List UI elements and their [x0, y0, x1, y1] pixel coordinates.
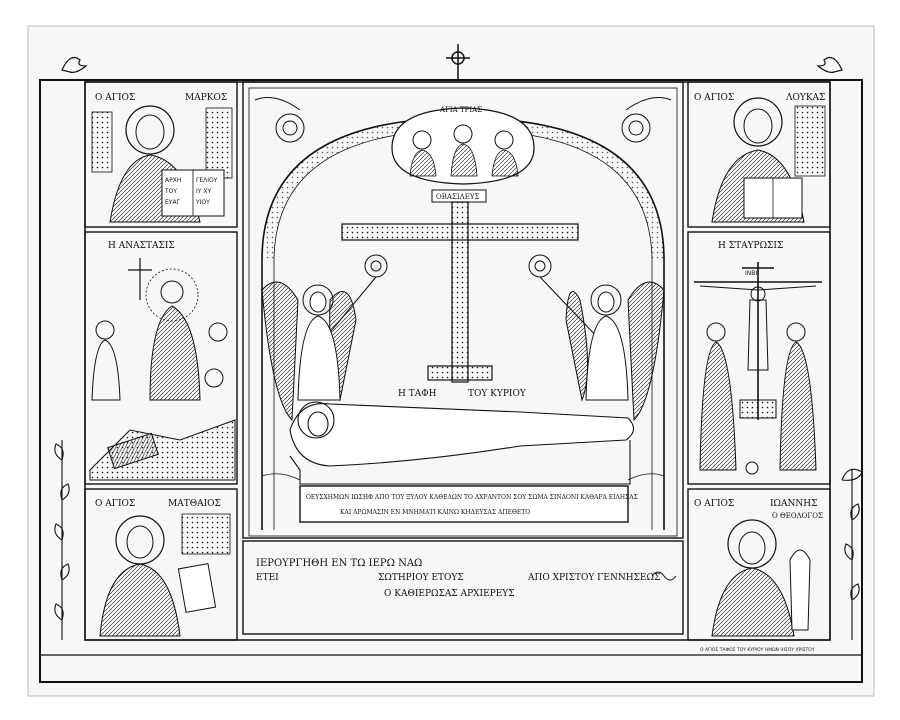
angel-right	[565, 281, 665, 422]
john-label-sub: Ο ΘΕΟΛΟΓΟΣ	[772, 512, 823, 520]
tomb-inscription-line2: ΚΑΙ ΑΡΩΜΑΣΙΝ ΕΝ ΜΝΗΜΑΤΙ ΚΑΙΝΩ ΚΗΔΕΥΣΑΣ Α…	[340, 509, 530, 516]
body-of-christ	[289, 401, 635, 485]
mark-label-right: ΜΑΡΚΟΣ	[185, 93, 227, 103]
dedication-line2-mid: ΣΩΤΗΡΙΟΥ ΕΤΟΥΣ	[378, 573, 464, 583]
dedication-line2-left: ΕΤΕΙ	[256, 573, 279, 583]
corner-bird-left	[61, 57, 88, 73]
panel-anastasis: Η ΑΝΑΣΤΑΣΙΣ	[84, 231, 238, 485]
top-cross-ornament	[446, 44, 470, 80]
footer-credit: Ο ΑΓΙΟΣ ΤΑΦΟΣ ΤΟΥ ΚΥΡΙΟΥ ΗΜΩΝ ΙΗΣΟΥ ΧΡΙΣ…	[700, 647, 815, 653]
dedication-line3: Ο ΚΑΘΙΕΡΩΣΑΣ ΑΡΧΙΕΡΕΥΣ	[384, 589, 515, 599]
svg-text:ΙΥ ΧΥ: ΙΥ ΧΥ	[196, 188, 211, 195]
luke-label-left: Ο ΑΓΙΟΣ	[694, 93, 734, 103]
cross-title: ΟΒΑΣΙΛΕΥΣ	[436, 193, 479, 201]
corner-bird-right	[816, 57, 843, 73]
trinity-label: ΑΓΙΑ ΤΡΙΑΣ	[439, 106, 482, 114]
tomb-inscription-line1: ΟΕΥΣΧΗΜΩΝ ΙΩΣΗΦ ΑΠΟ ΤΟΥ ΞΥΛΟΥ ΚΑΘΕΛΩΝ ΤΟ…	[306, 494, 638, 501]
trinity-medallion: ΑΓΙΑ ΤΡΙΑΣ	[391, 106, 535, 185]
svg-text:ΥΙΟΥ: ΥΙΟΥ	[195, 199, 210, 206]
angel-left	[261, 281, 357, 422]
dedication-line1: ΙΕΡΟΥΡΓΗΘΗ ΕΝ ΤΩ ΙΕΡΩ ΝΑΩ	[256, 558, 422, 569]
cross-right-label: ΤΟΥ ΚΥΡΙΟΥ	[468, 389, 527, 399]
central-cross: ΟΒΑΣΙΛΕΥΣ Η ΤΑΦΗ ΤΟΥ ΚΥΡΙΟΥ	[341, 189, 579, 399]
left-floral-border	[54, 440, 70, 640]
panel-john: Ο ΑΓΙΟΣ ΙΩΑΝΝΗΣ Ο ΘΕΟΛΟΓΟΣ	[687, 488, 831, 641]
matthew-label-left: Ο ΑΓΙΟΣ	[95, 499, 135, 509]
svg-text:ΕΥΑΓ: ΕΥΑΓ	[165, 199, 181, 206]
svg-text:ΑΡΧΗ: ΑΡΧΗ	[165, 177, 181, 184]
tomb-slab: ΟΕΥΣΧΗΜΩΝ ΙΩΣΗΦ ΑΠΟ ΤΟΥ ΞΥΛΟΥ ΚΑΘΕΛΩΝ ΤΟ…	[261, 473, 665, 523]
matthew-label-right: ΜΑΤΘΑΙΟΣ	[168, 499, 221, 509]
luke-label-right: ΛΟΥΚΑΣ	[785, 93, 825, 103]
center-epitaphios: ΑΓΙΑ ΤΡΙΑΣ ΟΒΑΣΙΛΕΥΣ Η ΤΑΦΗ ΤΟΥ ΚΥΡΙΟΥ	[242, 81, 684, 539]
john-label-left: Ο ΑΓΙΟΣ	[694, 499, 734, 509]
dedication-panel: ΙΕΡΟΥΡΓΗΘΗ ΕΝ ΤΩ ΙΕΡΩ ΝΑΩ ΕΤΕΙ ΣΩΤΗΡΙΟΥ …	[242, 540, 684, 635]
panel-matthew: Ο ΑΓΙΟΣ ΜΑΤΘΑΙΟΣ	[84, 488, 238, 641]
svg-text:ΤΟΥ: ΤΟΥ	[164, 188, 177, 195]
anastasis-label: Η ΑΝΑΣΤΑΣΙΣ	[108, 241, 175, 251]
svg-text:ΓΕΛΙΟΥ: ΓΕΛΙΟΥ	[196, 177, 218, 184]
mark-halo	[125, 105, 175, 155]
crucifixion-label: Η ΣΤΑΥΡΩΣΙΣ	[718, 241, 783, 251]
mark-label-left: Ο ΑΓΙΟΣ	[95, 93, 135, 103]
cross-left-label: Η ΤΑΦΗ	[398, 389, 437, 399]
svg-text:ΙΝΒΙ: ΙΝΒΙ	[745, 270, 757, 277]
dedication-line2-right: ΑΠΟ ΧΡΙΣΤΟΥ ΓΕΝΝΗΣΕΩΣ	[527, 573, 660, 583]
right-floral-border	[841, 468, 863, 640]
panel-mark: Ο ΑΓΙΟΣ ΜΑΡΚΟΣ ΑΡΧΗ ΤΟΥ ΕΥΑΓ ΓΕΛΙΟΥ ΙΥ Χ…	[84, 81, 238, 228]
panel-luke: Ο ΑΓΙΟΣ ΛΟΥΚΑΣ	[687, 81, 831, 228]
panel-crucifixion: Η ΣΤΑΥΡΩΣΙΣ ΙΝΒΙ	[687, 231, 831, 485]
outer-border	[39, 79, 863, 683]
john-label-right: ΙΩΑΝΝΗΣ	[770, 499, 817, 509]
